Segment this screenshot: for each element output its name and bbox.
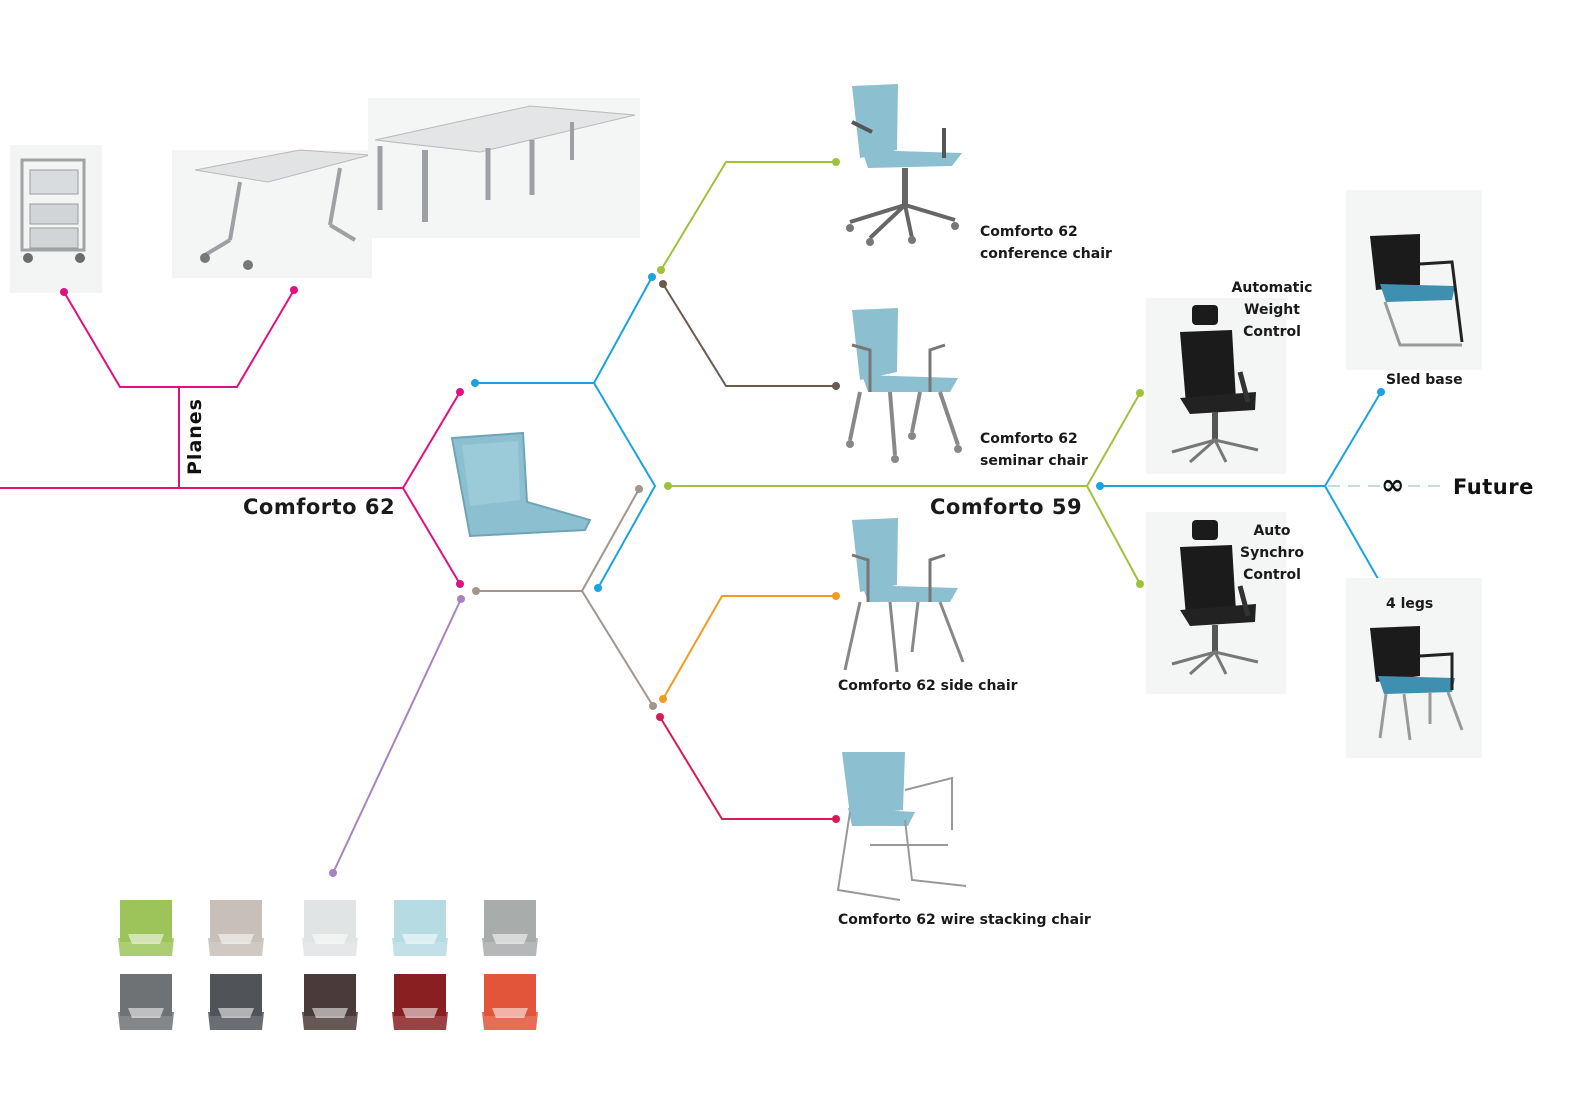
conference-chair-label: Comforto 62 conference chair	[980, 224, 1112, 262]
infinity-icon: ∞	[1381, 468, 1405, 501]
colour-swatch	[118, 900, 174, 956]
c62-dot-bottom	[456, 580, 464, 588]
comforto59-label: Comforto 59	[930, 495, 1083, 519]
side-dot-a	[659, 695, 667, 703]
side-connector	[662, 595, 836, 700]
colour-swatches	[118, 900, 538, 1030]
asc-label: Auto Synchro Control	[1240, 523, 1304, 583]
bench-table-image	[368, 98, 640, 238]
folding-table-image	[172, 149, 372, 278]
planes-connector	[0, 289, 461, 585]
c62-dot-top	[456, 388, 464, 396]
seminar-dot-b	[832, 382, 840, 390]
c59-dot-start	[664, 482, 672, 490]
wire-chair-label: Comforto 62 wire stacking chair	[838, 912, 1091, 928]
seminar-connector	[662, 283, 836, 387]
c59-dot-bottom	[1136, 580, 1144, 588]
blue-dot-1	[471, 379, 479, 387]
four-legs-label: 4 legs	[1386, 596, 1434, 612]
taupe-dot-3	[649, 702, 657, 710]
future-node: ∞ Future	[1338, 468, 1578, 502]
colour-swatch	[118, 974, 174, 1030]
blue-dot-3	[594, 584, 602, 592]
colour-swatch	[302, 974, 358, 1030]
wire-connector	[659, 716, 836, 820]
colour-swatch	[482, 974, 538, 1030]
colour-swatch	[482, 900, 538, 956]
comforto62-shell-image	[450, 431, 592, 538]
awc-chair-image	[1146, 298, 1286, 474]
blue-branch	[475, 276, 657, 589]
side-chair-label: Comforto 62 side chair	[838, 678, 1018, 694]
wire-chair-image	[836, 752, 967, 901]
colour-swatch	[392, 900, 448, 956]
colour-swatch	[302, 900, 358, 956]
c59-dot-top	[1136, 389, 1144, 397]
colours-dot-b	[329, 869, 337, 877]
conference-dot-a	[657, 266, 665, 274]
future-label: Future	[1453, 475, 1534, 499]
c59-blue-dot	[1096, 482, 1104, 490]
colour-swatch	[392, 974, 448, 1030]
conference-connector	[660, 161, 836, 271]
awc-label: Automatic Weight Control	[1231, 280, 1313, 340]
wire-dot-a	[656, 713, 664, 721]
planes-label: Planes	[184, 398, 206, 475]
wire-dot-b	[832, 815, 840, 823]
planes-dot-right	[290, 286, 298, 294]
blue-dot-2	[648, 273, 656, 281]
seminar-chair-image	[846, 308, 962, 463]
comforto59-connector	[668, 392, 1141, 585]
seminar-chair-label: Comforto 62 seminar chair	[980, 431, 1088, 469]
future-connector	[1100, 391, 1382, 585]
sled-chair-image	[1346, 190, 1482, 370]
legs-chair-image	[1346, 578, 1482, 758]
asc-chair-image	[1146, 512, 1286, 694]
conference-dot-b	[832, 158, 840, 166]
colour-swatch	[208, 900, 264, 956]
colour-swatch	[208, 974, 264, 1030]
side-dot-b	[832, 592, 840, 600]
conference-chair-image	[846, 84, 962, 246]
seminar-dot-a	[659, 280, 667, 288]
taupe-dot-2	[635, 485, 643, 493]
colours-dot-a	[457, 595, 465, 603]
sled-base-label: Sled base	[1386, 372, 1463, 388]
trolley-image	[10, 145, 102, 293]
comforto62-label: Comforto 62	[243, 495, 396, 519]
taupe-dot-1	[472, 587, 480, 595]
sled-dot	[1377, 388, 1385, 396]
taupe-branch	[476, 488, 654, 707]
colours-connector	[332, 598, 462, 874]
side-chair-image	[843, 518, 965, 673]
planes-dot-left	[60, 288, 68, 296]
